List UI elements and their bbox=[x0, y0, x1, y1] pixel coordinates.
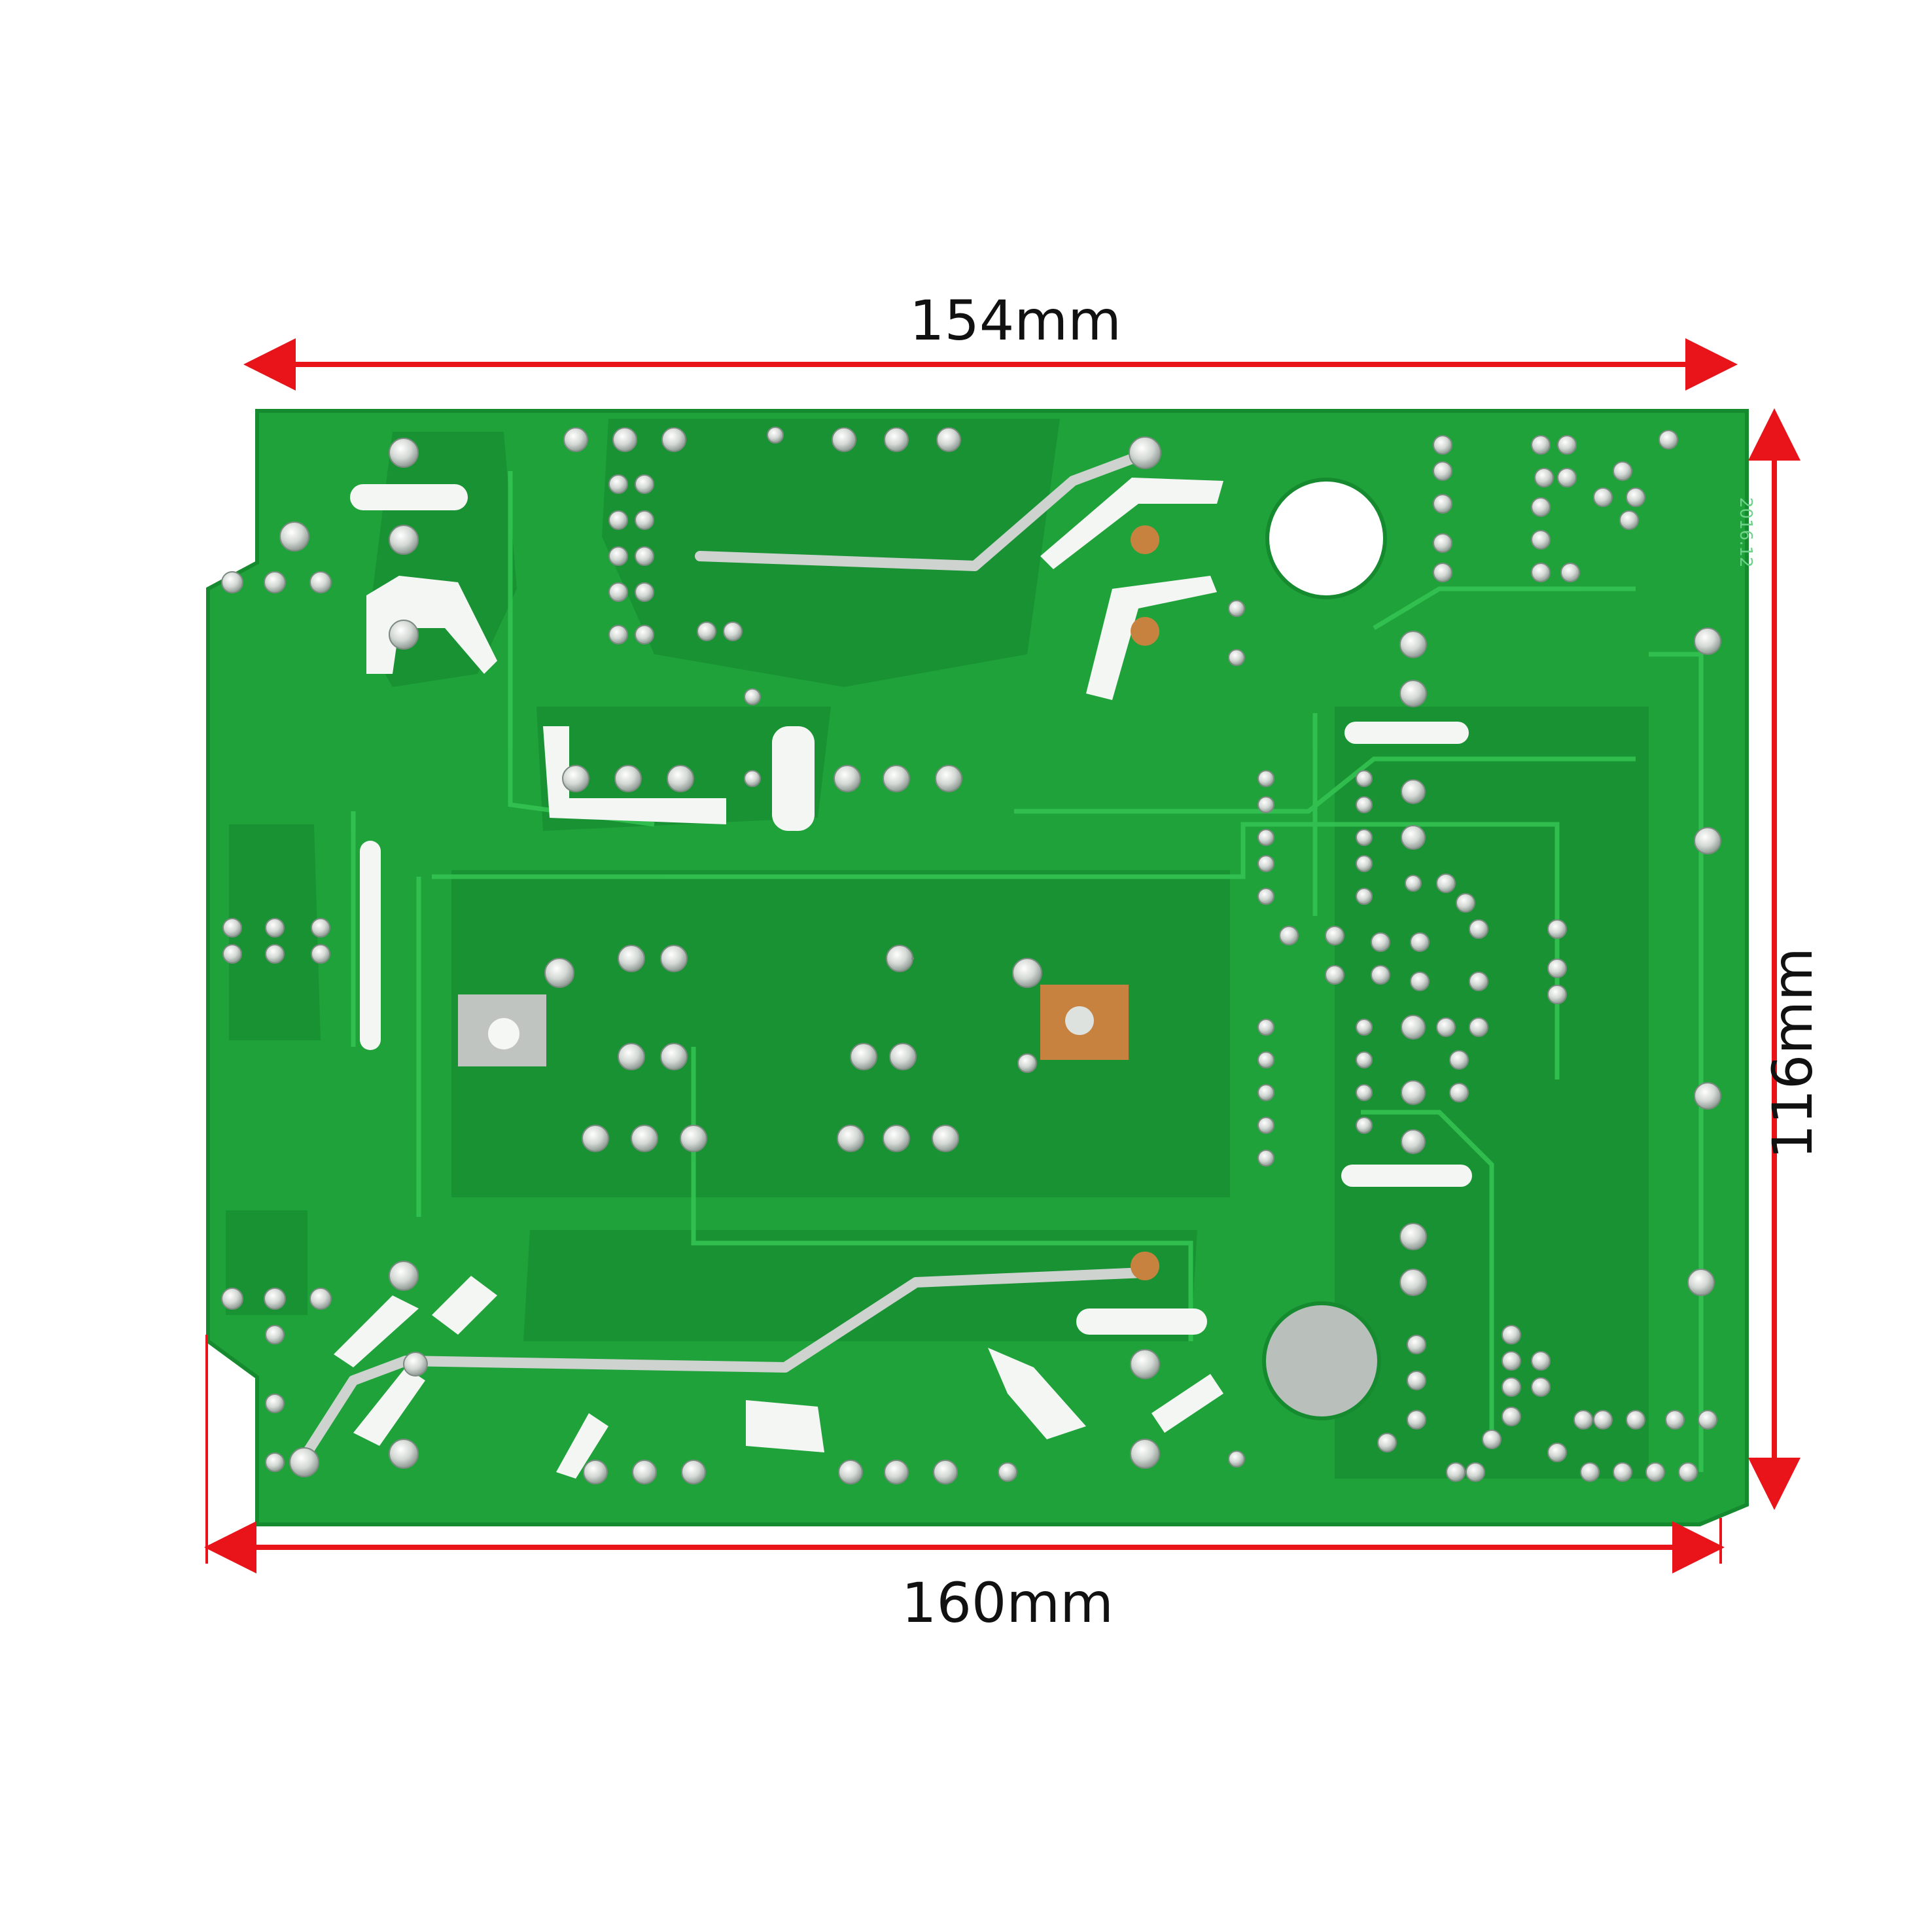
copper-pads bbox=[458, 525, 1159, 1280]
board-slots bbox=[334, 478, 1472, 1479]
mounting-hole-top bbox=[1265, 478, 1387, 599]
solder-traces bbox=[296, 446, 1157, 1467]
dimension-label-top-width: 154mm bbox=[909, 289, 1121, 353]
mounting-hole-bottom bbox=[1262, 1301, 1381, 1420]
pcb-date-code: 2016.12 bbox=[1736, 497, 1755, 568]
dimension-label-height: 116mm bbox=[1761, 947, 1825, 1159]
solder-joints bbox=[221, 427, 1721, 1484]
dimension-label-bottom-width: 160mm bbox=[902, 1571, 1114, 1635]
